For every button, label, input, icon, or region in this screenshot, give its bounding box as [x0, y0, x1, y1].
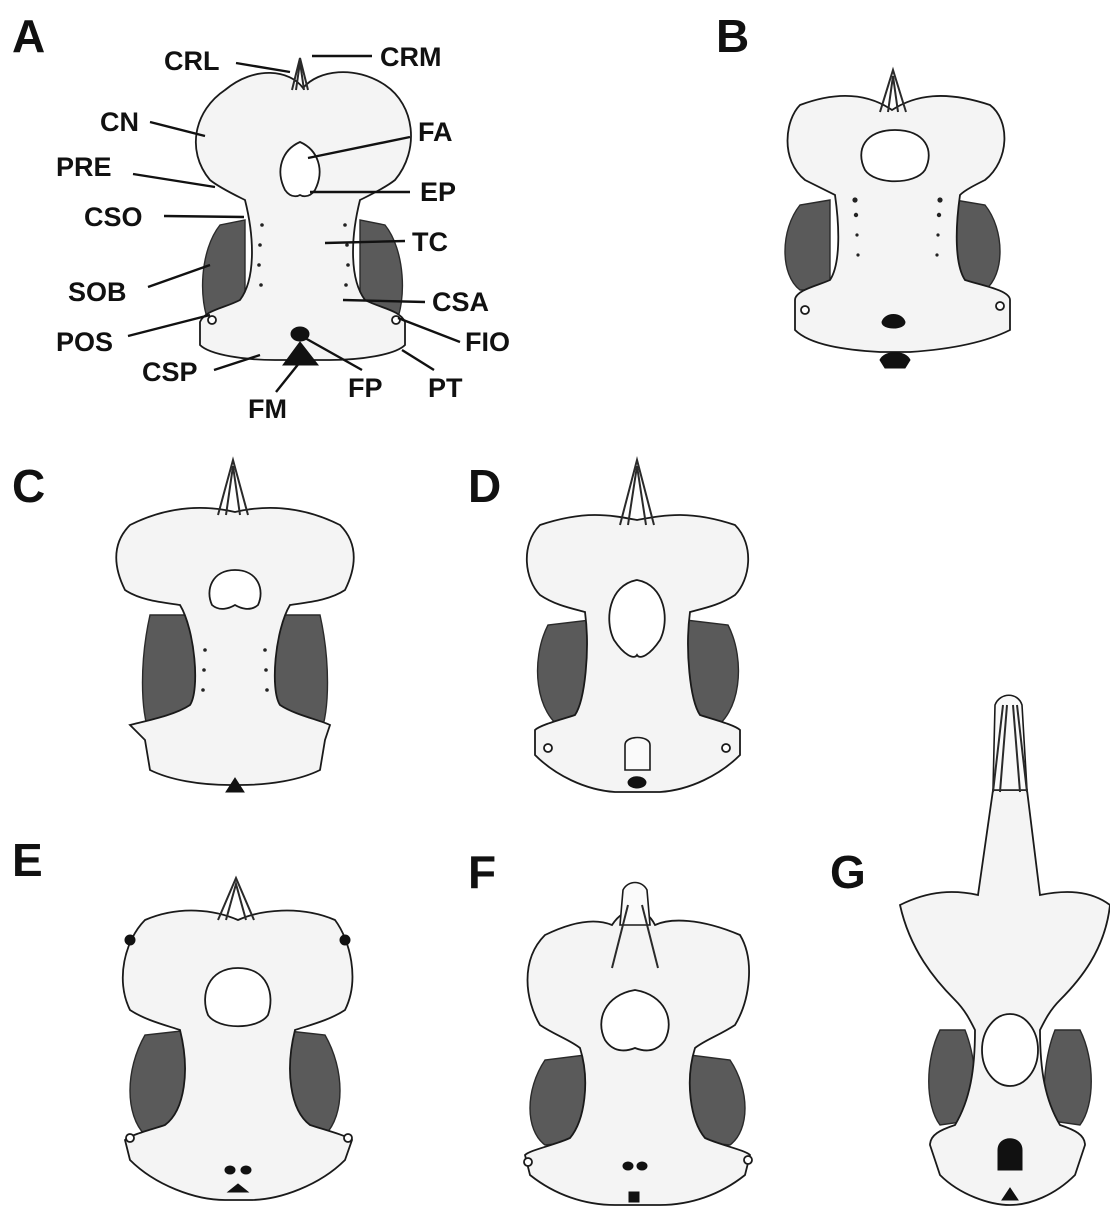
label-fio: FIO [465, 327, 510, 357]
leader-cso [164, 216, 244, 217]
panel-d: D [468, 460, 748, 792]
panel-letter-b: B [716, 10, 749, 62]
panel-letter-g: G [830, 846, 866, 898]
panel-e: E [12, 834, 352, 1200]
label-crm: CRM [380, 42, 442, 72]
label-cn: CN [100, 107, 139, 137]
skull-f-drawing [524, 883, 752, 1206]
label-csa: CSA [432, 287, 489, 317]
leader-pt [402, 350, 434, 370]
label-fa: FA [418, 117, 453, 147]
skull-d-drawing [527, 460, 748, 792]
panel-letter-e: E [12, 834, 43, 886]
label-cso: CSO [84, 202, 143, 232]
leader-fm [276, 362, 300, 392]
skull-e-drawing [123, 878, 353, 1200]
skull-g-drawing [900, 695, 1110, 1205]
panel-c: C [12, 460, 354, 792]
panel-letter-a: A [12, 10, 45, 62]
label-pre: PRE [56, 152, 112, 182]
label-tc: TC [412, 227, 448, 257]
leader-pre [133, 174, 215, 187]
panel-g: G [830, 695, 1110, 1205]
label-crl: CRL [164, 46, 220, 76]
skull-c-drawing [116, 460, 354, 792]
skull-a-drawing [196, 58, 411, 365]
panel-letter-f: F [468, 846, 496, 898]
label-fm: FM [248, 394, 287, 424]
skull-b-drawing [785, 70, 1010, 368]
panel-b: B [716, 10, 1010, 368]
leader-sob [148, 265, 210, 287]
panel-letter-d: D [468, 460, 501, 512]
leader-fio [398, 318, 460, 342]
panel-a: A CRL CRM CN FA PRE [12, 10, 510, 424]
leader-pos [128, 315, 210, 336]
leader-crl [236, 63, 290, 72]
label-ep: EP [420, 177, 456, 207]
label-sob: SOB [68, 277, 127, 307]
panel-f: F [468, 846, 752, 1205]
label-pos: POS [56, 327, 113, 357]
label-fp: FP [348, 373, 383, 403]
label-csp: CSP [142, 357, 198, 387]
label-pt: PT [428, 373, 463, 403]
panel-letter-c: C [12, 460, 45, 512]
